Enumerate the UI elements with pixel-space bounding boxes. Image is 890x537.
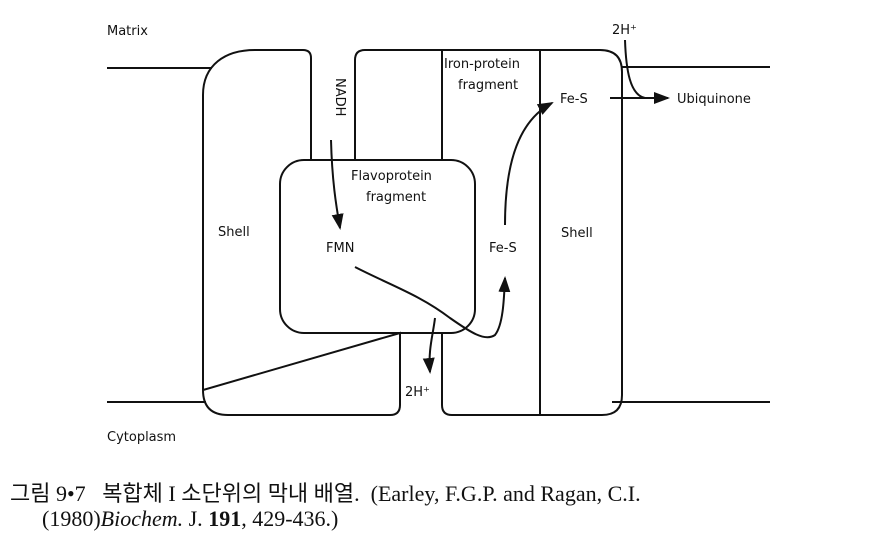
figure-caption-line-2: (1980)Biochem. J. 191, 429-436.) bbox=[42, 506, 338, 532]
nadh-arrow bbox=[330, 139, 344, 230]
flavoprotein-label-2: fragment bbox=[366, 190, 426, 205]
fes-lower-label: Fe-S bbox=[489, 241, 517, 256]
iron-protein-label: Iron-protein bbox=[444, 57, 520, 72]
cytoplasm-label: Cytoplasm bbox=[107, 430, 176, 445]
citation-pages: , 429-436.) bbox=[241, 506, 339, 531]
citation-authors: (Earley, F.G.P. and Ragan, C.I. bbox=[370, 481, 641, 506]
proton-top-arrow bbox=[624, 39, 646, 99]
citation-journal: Biochem. bbox=[100, 506, 184, 531]
figure-caption-line-1: 그림 9•7 복합체 I 소단위의 막내 배열. (Earley, F.G.P.… bbox=[10, 476, 641, 508]
proton-bottom-arrow bbox=[422, 317, 436, 374]
right-shell-label: Shell bbox=[561, 226, 593, 241]
proton-top-label: 2H⁺ bbox=[612, 23, 637, 38]
ubiquinone-label: Ubiquinone bbox=[677, 92, 751, 107]
left-shell-label: Shell bbox=[218, 225, 250, 240]
flavoprotein-label: Flavoprotein bbox=[351, 169, 432, 184]
figure-label: 그림 9•7 bbox=[10, 481, 86, 506]
proton-bottom-label: 2H⁺ bbox=[405, 385, 430, 400]
flavoprotein-fragment bbox=[279, 159, 476, 334]
figure-title: 복합체 I 소단위의 막내 배열. bbox=[102, 481, 360, 506]
fes-to-fes-arrow bbox=[504, 102, 554, 226]
iron-protein-label-2: fragment bbox=[458, 78, 518, 93]
fes-upper-label: Fe-S bbox=[560, 92, 588, 107]
citation-volume: 191 bbox=[208, 506, 242, 531]
citation-journal-abbr: J. bbox=[188, 506, 203, 531]
fmn-label: FMN bbox=[326, 241, 354, 256]
left-shell bbox=[201, 49, 401, 416]
nadh-label: NADH bbox=[332, 78, 347, 116]
iron-protein-top bbox=[354, 49, 623, 416]
citation-year: (1980) bbox=[42, 506, 101, 531]
fmn-to-fes-arrow bbox=[354, 266, 511, 339]
matrix-label: Matrix bbox=[107, 24, 148, 39]
